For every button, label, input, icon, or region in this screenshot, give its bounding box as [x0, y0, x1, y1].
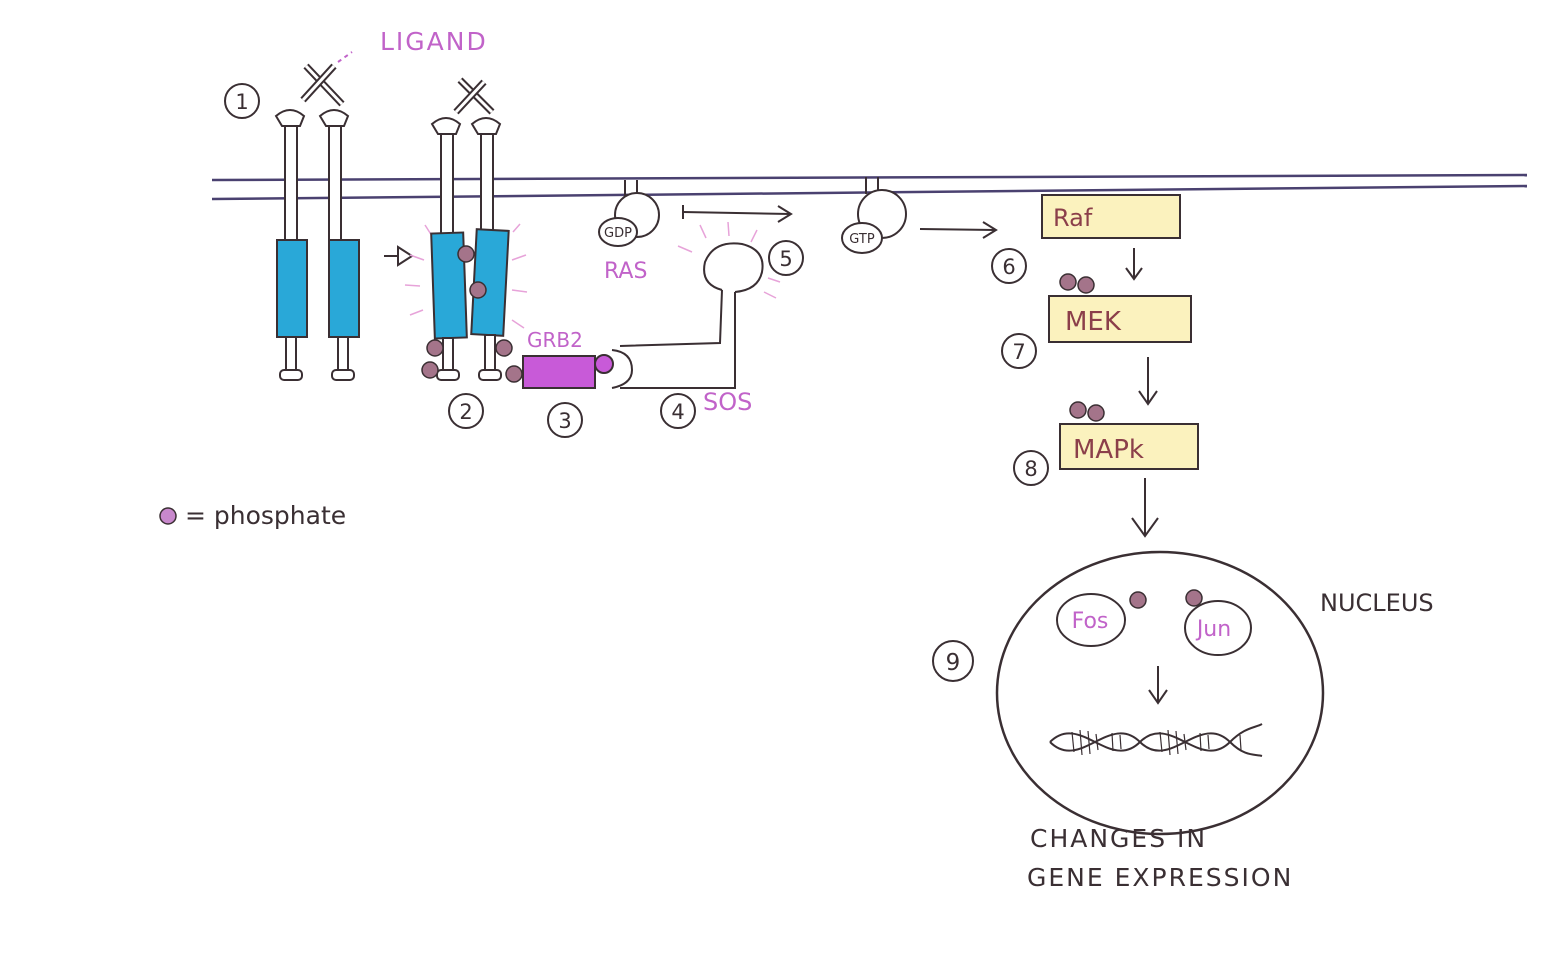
svg-text:LIGAND: LIGAND — [380, 27, 488, 56]
grb2-label: GRB2 — [527, 328, 583, 352]
mapk-label: MAPk — [1073, 435, 1144, 465]
arrow-mapk-to-nucleus — [1131, 478, 1159, 538]
step-3-label: 3 — [547, 402, 583, 438]
fos-phosphate — [1129, 591, 1147, 609]
step-2-label: 2 — [448, 393, 484, 429]
svg-text:1: 1 — [235, 90, 248, 114]
step-8-label: 8 — [1013, 450, 1049, 486]
legend-phosphate-icon — [159, 507, 177, 525]
jun-factor: Jun — [1184, 589, 1252, 656]
mapk-phosphates — [1069, 401, 1105, 422]
mek-label: MEK — [1065, 307, 1122, 337]
jun-label: Jun — [1195, 617, 1231, 642]
svg-text:7: 7 — [1012, 340, 1025, 364]
nucleus-label: NUCLEUS — [1320, 589, 1434, 617]
sos-label: SOS — [703, 388, 752, 416]
step-1-label: 1 — [224, 83, 260, 119]
svg-text:2: 2 — [459, 400, 472, 424]
svg-text:5: 5 — [779, 247, 792, 271]
changes-line-2: GENE EXPRESSION — [1027, 863, 1293, 892]
legend: = phosphate — [159, 501, 346, 530]
step-4-label: 4 — [660, 393, 696, 429]
svg-text:9: 9 — [946, 650, 961, 676]
dna-helix — [1049, 723, 1263, 757]
changes-line-1: CHANGES IN — [1030, 824, 1207, 853]
svg-text:8: 8 — [1024, 457, 1037, 481]
mapk-kinase: MAPk — [1059, 423, 1199, 470]
grb2-adaptor — [522, 354, 614, 389]
nucleus — [995, 550, 1325, 836]
receptor-1-left — [274, 109, 308, 381]
arrow-raf-to-mek — [1125, 248, 1143, 281]
fos-label: Fos — [1072, 609, 1109, 634]
svg-text:4: 4 — [671, 400, 684, 424]
step-5-label: 5 — [768, 240, 804, 276]
arrow-to-raf — [919, 221, 998, 239]
raf-label: Raf — [1053, 204, 1093, 232]
step-6-label: 6 — [991, 248, 1027, 284]
receptor-1-right — [318, 109, 360, 381]
mek-phosphates — [1059, 273, 1095, 294]
ligand-label: LIGAND — [337, 27, 488, 63]
receptor-2-right — [470, 117, 510, 381]
ligand-1 — [300, 63, 345, 107]
arrow-to-dna — [1148, 666, 1168, 705]
ligand-2 — [453, 77, 495, 115]
glow-rays-receptor — [404, 223, 528, 329]
ras-label: RAS — [604, 259, 647, 284]
ras-gdp — [598, 180, 660, 247]
arrow-to-dimer — [384, 245, 414, 267]
glow-rays-sos — [677, 221, 781, 299]
ras-gtp — [841, 177, 907, 254]
fos-factor: Fos — [1056, 591, 1147, 647]
legend-text: = phosphate — [185, 501, 346, 530]
mek-kinase: MEK — [1048, 295, 1192, 343]
svg-text:3: 3 — [558, 409, 571, 433]
raf-kinase: Raf — [1041, 194, 1181, 239]
svg-text:6: 6 — [1002, 255, 1015, 279]
step-7-label: 7 — [1001, 333, 1037, 369]
jun-phosphate — [1185, 589, 1203, 607]
sos-protein — [611, 242, 764, 389]
step-9-label: 9 — [932, 640, 974, 682]
gtp-label: GTP — [849, 232, 875, 247]
arrow-mek-to-mapk — [1138, 357, 1158, 406]
receptor-2-left — [430, 117, 468, 381]
arrow-ras-activation — [682, 205, 793, 223]
receptor-phosphates — [421, 245, 523, 383]
gdp-label: GDP — [604, 226, 632, 241]
